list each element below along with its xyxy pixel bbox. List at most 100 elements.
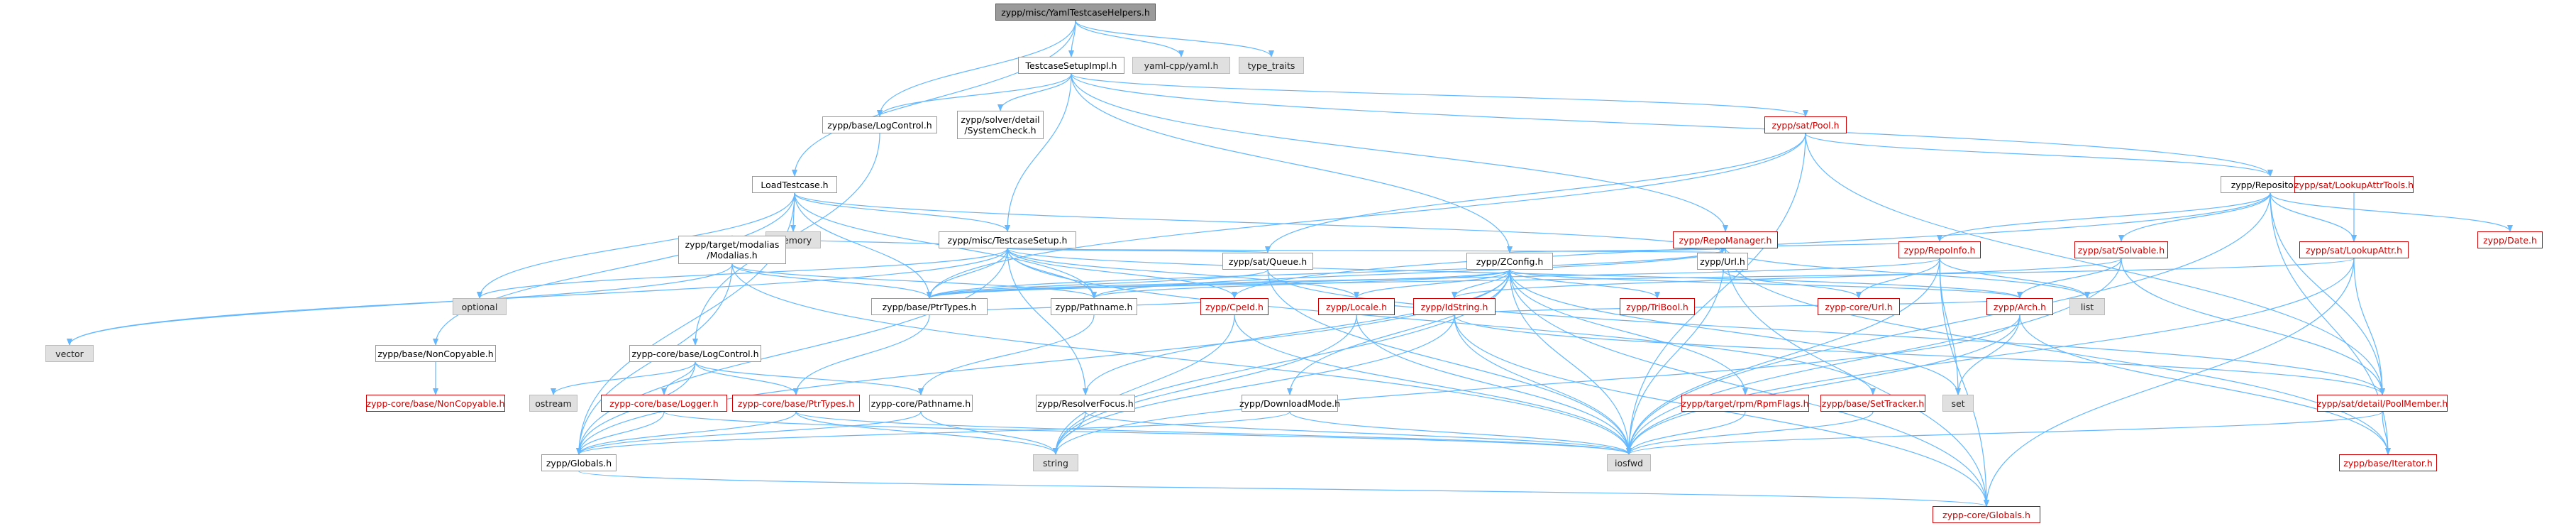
edge-repository-to-poolmember: [2270, 192, 2385, 395]
node-coreptrtypes[interactable]: zypp-core/base/PtrTypes.h: [732, 395, 860, 412]
edge-pathname-to-corepathname: [918, 314, 1095, 395]
node-label: zypp/DownloadMode.h: [1239, 398, 1341, 409]
node-testcasesetup[interactable]: zypp/misc/TestcaseSetup.h: [939, 231, 1076, 248]
node-testcasesetupimpl[interactable]: TestcaseSetupImpl.h: [1018, 57, 1124, 74]
node-label: zypp-core/base/PtrTypes.h: [737, 398, 855, 409]
node-systemcheck[interactable]: zypp/solver/detail/SystemCheck.h: [957, 111, 1044, 139]
node-corenoncopyable[interactable]: zypp-core/base/NonCopyable.h: [366, 395, 505, 412]
edge-arch-to-iosfwd: [1626, 314, 2021, 455]
edge-root-to-logcontrol: [877, 20, 1076, 117]
node-label: zypp-core/base/NonCopyable.h: [366, 398, 505, 409]
edge-satpool-to-repository: [1805, 133, 2273, 177]
node-set: set: [1942, 395, 1974, 412]
node-resolverfocus[interactable]: zypp/ResolverFocus.h: [1036, 395, 1135, 412]
edge-repository-to-lookupattr: [2270, 192, 2357, 242]
node-downloadmode[interactable]: zypp/DownloadMode.h: [1239, 395, 1341, 412]
edge-loadtestcase-to-noncopyable: [433, 192, 795, 346]
node-rpmflags[interactable]: zypp/target/rpm/RpmFlags.h: [1681, 395, 1809, 412]
node-label: zypp/target/modalias: [685, 239, 780, 250]
node-noncopyable[interactable]: zypp/base/NonCopyable.h: [375, 345, 496, 362]
edge-resolverfocus-to-string: [1053, 411, 1086, 455]
edge-lookupattr-to-iosfwd: [1626, 258, 2355, 455]
node-label: zypp/TriBool.h: [1626, 301, 1688, 312]
node-lookupattrtools[interactable]: zypp/sat/LookupAttrTools.h: [2294, 176, 2414, 193]
node-label: zypp/IdString.h: [1420, 301, 1488, 312]
node-corepathname[interactable]: zypp-core/Pathname.h: [869, 395, 973, 412]
edge-corelogcontrol-to-ostream: [551, 361, 696, 395]
edge-locale-to-iosfwd: [1356, 314, 1632, 455]
node-yamlcpp: yaml-cpp/yaml.h: [1132, 57, 1230, 74]
node-solvable[interactable]: zypp/sat/Solvable.h: [2074, 241, 2168, 258]
edge-resolverfocus-to-iosfwd: [1085, 411, 1632, 455]
node-label: LoadTestcase.h: [761, 179, 829, 190]
node-arch[interactable]: zypp/Arch.h: [1986, 298, 2053, 315]
node-ptrtypes[interactable]: zypp/base/PtrTypes.h: [871, 298, 988, 315]
edge-arch-to-iterator: [2019, 314, 2391, 455]
node-label: set: [1951, 398, 1965, 409]
node-coreglobals[interactable]: zypp-core/Globals.h: [1933, 506, 2040, 523]
edge-testcasesetup-to-optional: [477, 248, 1008, 299]
node-satqueue[interactable]: zypp/sat/Queue.h: [1222, 253, 1313, 270]
node-corelogcontrol[interactable]: zypp-core/base/LogControl.h: [629, 345, 761, 362]
node-zconfig[interactable]: zypp/ZConfig.h: [1466, 253, 1553, 270]
node-label: zypp/sat/Queue.h: [1228, 256, 1308, 267]
edge-zconfig-to-downloadmode: [1287, 269, 1510, 395]
edge-root-to-yamlcpp: [1075, 20, 1184, 57]
edge-idstring-to-string: [1053, 314, 1455, 455]
edge-testcasesetupimpl-to-logcontrol: [877, 73, 1072, 117]
node-coreurl[interactable]: zypp-core/Url.h: [1818, 298, 1900, 315]
edge-poolmember-to-iterator: [2382, 411, 2391, 455]
edge-solvable-to-poolmember: [2121, 258, 2385, 395]
node-pathname[interactable]: zypp/Pathname.h: [1051, 298, 1137, 315]
node-label: ostream: [535, 398, 572, 409]
edge-repoinfo-to-set: [1939, 258, 1961, 395]
edge-testcasesetup-to-globals: [576, 248, 1008, 455]
edge-testcasesetupimpl-to-satpool: [1071, 73, 1808, 117]
node-url[interactable]: zypp/Url.h: [1697, 253, 1748, 270]
edge-repoinfo-to-coreglobals: [1939, 258, 1989, 507]
edge-testcasesetup-to-settracker: [1007, 248, 1876, 395]
node-poolmember[interactable]: zypp/sat/detail/PoolMember.h: [2317, 395, 2448, 412]
edge-satqueue-to-poolmember: [1267, 269, 2385, 395]
node-repomanager[interactable]: zypp/RepoManager.h: [1673, 231, 1778, 248]
node-satpool[interactable]: zypp/sat/Pool.h: [1764, 116, 1847, 133]
node-settracker[interactable]: zypp/base/SetTracker.h: [1820, 395, 1925, 412]
node-label: zypp-core/base/LogControl.h: [631, 348, 759, 359]
edge-satpool-to-satqueue: [1265, 133, 1806, 253]
node-label: zypp/solver/detail: [961, 114, 1040, 125]
edge-satqueue-to-ptrtypes: [927, 269, 1268, 299]
node-typetraits: type_traits: [1239, 57, 1304, 74]
node-label: zypp/Locale.h: [1325, 301, 1388, 312]
edge-arch-to-idstring: [1452, 297, 2021, 316]
node-repoinfo[interactable]: zypp/RepoInfo.h: [1898, 241, 1981, 258]
edge-repomanager-to-zconfig: [1507, 246, 1726, 253]
edge-satpool-to-poolmember: [1805, 133, 2385, 395]
node-lookupattr[interactable]: zypp/sat/LookupAttr.h: [2299, 241, 2409, 258]
node-label: zypp/misc/YamlTestcaseHelpers.h: [1001, 6, 1150, 18]
edge-repository-to-solvable: [2118, 192, 2271, 242]
node-globals[interactable]: zypp/Globals.h: [541, 454, 617, 471]
node-loadtestcase[interactable]: LoadTestcase.h: [752, 176, 837, 193]
edge-repoinfo-to-iosfwd: [1626, 258, 1940, 455]
node-modalias[interactable]: zypp/target/modalias/Modalias.h: [678, 236, 786, 264]
node-label: optional: [461, 301, 498, 312]
node-label: zypp/Globals.h: [546, 457, 612, 469]
edge-modalias-to-pathname: [731, 263, 1097, 299]
node-locale[interactable]: zypp/Locale.h: [1318, 298, 1395, 315]
node-cpeid[interactable]: zypp/CpeId.h: [1200, 298, 1268, 315]
edge-repository-to-date: [2270, 192, 2513, 232]
node-idstring[interactable]: zypp/IdString.h: [1413, 298, 1496, 315]
node-label: string: [1043, 457, 1068, 469]
edge-repomanager-to-ptrtypes: [927, 248, 1726, 299]
edge-loadtestcase-to-url: [794, 192, 1725, 253]
node-corelogger[interactable]: zypp-core/base/Logger.h: [601, 395, 727, 412]
node-logcontrol[interactable]: zypp/base/LogControl.h: [822, 116, 937, 133]
node-label: zypp/Url.h: [1700, 256, 1745, 267]
node-root[interactable]: zypp/misc/YamlTestcaseHelpers.h: [995, 4, 1156, 21]
edge-testcasesetup-to-vector: [67, 248, 1008, 346]
node-label: type_traits: [1247, 60, 1295, 71]
node-date[interactable]: zypp/Date.h: [2477, 231, 2543, 248]
node-iterator[interactable]: zypp/base/Iterator.h: [2339, 454, 2437, 471]
node-label: zypp/Pathname.h: [1055, 301, 1133, 312]
node-tribool[interactable]: zypp/TriBool.h: [1620, 298, 1695, 315]
